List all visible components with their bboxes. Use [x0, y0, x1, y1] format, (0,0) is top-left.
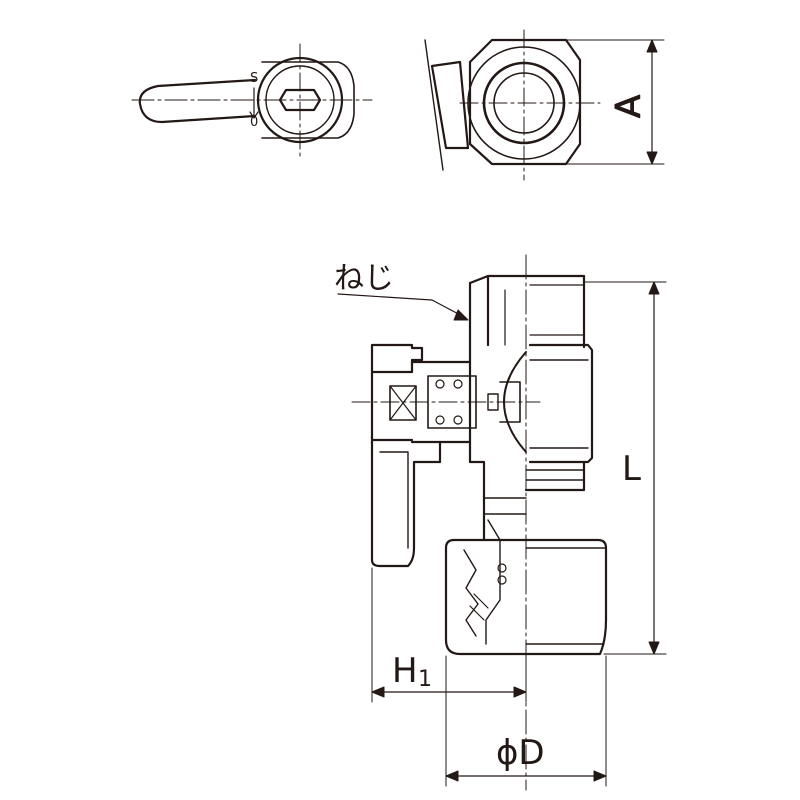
dim-H1-arrow-left: [371, 686, 385, 698]
o-ring-2: [435, 415, 445, 425]
mark-arrow-head: [249, 111, 259, 119]
top-body-circle: [256, 56, 344, 144]
front-handle: [430, 60, 470, 150]
screw-leader-line: [337, 293, 467, 319]
mark-close: S: [250, 71, 258, 86]
dim-H1-subscript: 1: [418, 667, 432, 692]
dim-A-arrow-top: [646, 39, 658, 53]
screw-leader-arrow: [453, 309, 469, 321]
dim-D-arrow-left: [445, 770, 459, 782]
mark-open: 0: [250, 115, 258, 130]
front-handle-edge: [424, 39, 444, 171]
dim-H1-label: H: [392, 651, 418, 691]
ball-profile: [503, 351, 527, 453]
handle-square-socket: [389, 385, 417, 421]
socket-x-2: [389, 385, 417, 421]
dim-A-arrow-bottom: [646, 151, 658, 165]
dim-A-label: A: [609, 95, 649, 118]
retainer-ring-1: [497, 563, 507, 573]
stem-tip: [487, 393, 499, 411]
side-view: [337, 254, 667, 791]
screw-label: ねじ: [334, 261, 394, 296]
o-ring-1: [435, 379, 445, 389]
lever-plate: [261, 61, 355, 139]
body-right: [528, 343, 594, 464]
handle-lever-inner: [379, 451, 409, 549]
top-port-outline: [468, 274, 586, 349]
retainer-ring-2: [497, 575, 507, 585]
front-hex-body: [468, 38, 582, 166]
lever-top-outline: [138, 78, 257, 124]
top-body-inner-circle: [265, 65, 335, 135]
dim-D-label: ϕD: [496, 733, 545, 773]
o-ring-4: [453, 415, 463, 425]
top-view: S 0: [131, 43, 373, 161]
inner-sleeve: [485, 519, 501, 645]
ball-slot: [499, 381, 521, 423]
stem-hex: [278, 88, 322, 112]
body-left: [468, 343, 486, 482]
handle-lever: [370, 438, 442, 568]
stem-seal: [427, 375, 477, 429]
o-ring-3: [453, 379, 463, 389]
hatch-lines: [469, 593, 489, 621]
nut-grip-profile: [463, 549, 479, 637]
neck-right: [524, 460, 586, 492]
handle-top-tab: [370, 343, 424, 374]
coupling-nut: [444, 538, 608, 656]
dim-D-arrow-right: [593, 770, 607, 782]
dim-L-arrow-bottom: [648, 641, 660, 655]
front-view: [424, 29, 665, 181]
dim-H1-arrow-right: [513, 686, 527, 698]
dim-L-arrow-top: [648, 281, 660, 295]
dim-L-label: L: [622, 449, 641, 489]
